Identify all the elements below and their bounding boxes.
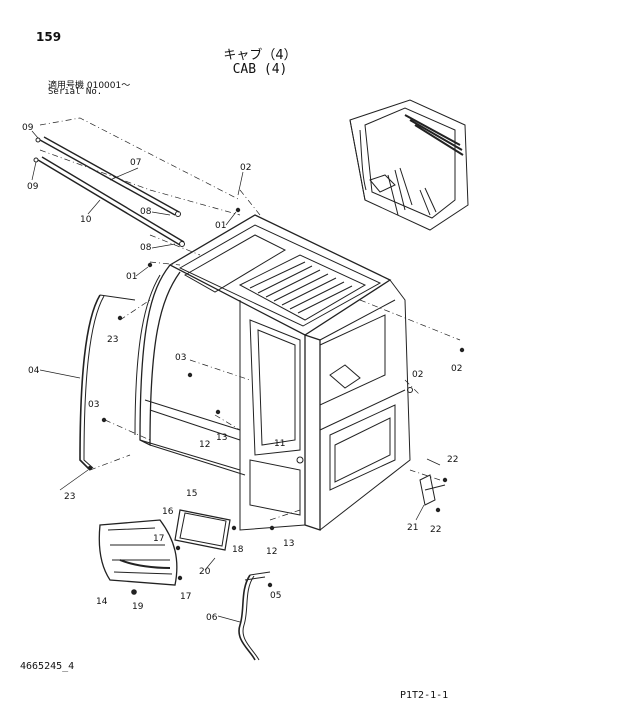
callout-22: 22 [430,525,441,535]
callout-12: 12 [199,440,210,450]
callout-23: 23 [64,492,75,502]
callout-18: 18 [232,545,244,555]
callout-08: 08 [140,207,152,217]
callout-23: 23 [107,335,118,345]
callout-03: 03 [88,400,99,410]
callout-17: 17 [153,534,164,544]
callout-13: 13 [216,433,227,443]
callout-04: 04 [28,366,40,376]
callout-14: 14 [96,597,108,607]
callout-02: 02 [412,370,423,380]
callout-20: 20 [199,567,211,577]
page-title-japanese: キャブ（4） [223,48,297,63]
glass-panel [174,509,231,551]
page-code: P1T2-1-1 [400,690,449,701]
inset-cab-view [349,99,469,231]
callout-12: 12 [266,547,277,557]
callout-16: 16 [162,507,174,517]
cab-frame [79,214,413,531]
callout-15: 15 [186,489,197,499]
callout-01: 01 [215,221,226,231]
callout-07: 07 [130,158,141,168]
serial-label-english: Serial No. [48,87,103,97]
callout-11: 11 [274,439,285,449]
bracket-part [419,474,446,506]
document-id: 4665245_4 [20,661,75,672]
callout-09: 09 [27,182,39,192]
callout-05: 05 [270,591,281,601]
callout-leaders [31,130,441,623]
callout-02: 02 [451,364,462,374]
callout-10: 10 [80,215,92,225]
callout-22: 22 [447,455,458,465]
callout-03: 03 [175,353,186,363]
callout-09: 09 [22,123,34,133]
hose-part [238,571,271,661]
callout-19: 19 [132,602,144,612]
callout-06: 06 [206,613,218,623]
page-title-english: CAB (4) [232,62,288,77]
callout-01: 01 [126,272,137,282]
callout-02: 02 [240,163,251,173]
side-cover [98,519,178,586]
serial-label-japanese: 適用号機 010001～ [48,81,131,91]
callout-21: 21 [407,523,418,533]
rail-parts [33,136,185,247]
callout-labels: 09 09 07 10 08 08 02 01 01 23 03 04 03 1… [22,123,462,623]
fastener-dots [87,207,465,595]
callout-17: 17 [180,592,191,602]
page-number: 159 [36,30,62,44]
callout-13: 13 [283,539,294,549]
callout-08: 08 [140,243,152,253]
leader-lines [39,117,461,521]
